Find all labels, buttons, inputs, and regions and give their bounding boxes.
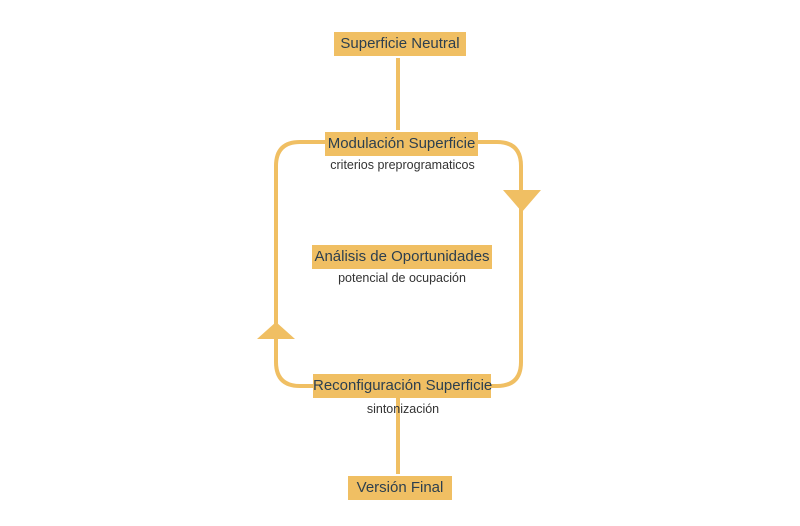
node-analisis-subtitle: potencial de ocupación [338, 271, 466, 285]
node-superficie-neutral: Superficie Neutral [334, 32, 466, 56]
arrow-down-icon [503, 190, 541, 212]
arrow-up-icon [257, 322, 295, 339]
cycle-loop [274, 140, 523, 388]
node-version-final: Versión Final [348, 476, 452, 500]
node-reconfiguracion-subtitle: sintonización [366, 402, 440, 416]
node-modulacion-subtitle: criterios preprogramaticos [330, 158, 475, 172]
node-analisis-oportunidades: Análisis de Oportunidades [312, 245, 492, 269]
node-modulacion-superficie: Modulación Superficie [325, 132, 478, 156]
node-reconfiguracion-superficie: Reconfiguración Superficie [313, 374, 492, 398]
